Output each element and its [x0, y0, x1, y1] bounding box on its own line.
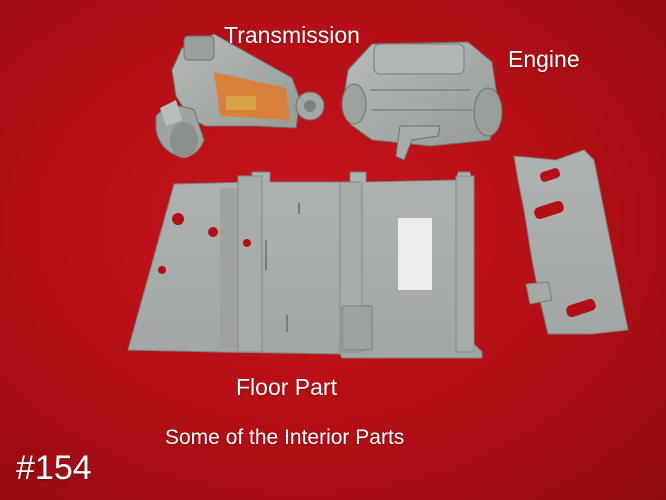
floor-part	[127, 171, 483, 359]
floor-part-label: Floor Part	[236, 374, 337, 400]
engine-part	[341, 41, 503, 161]
photo-number: #154	[16, 449, 92, 487]
transmission-label: Transmission	[224, 22, 360, 48]
photo-caption: Some of the Interior Parts	[165, 426, 405, 449]
engine-label: Engine	[508, 46, 580, 72]
side-plate-part	[513, 149, 629, 335]
transmission-part	[155, 33, 325, 158]
